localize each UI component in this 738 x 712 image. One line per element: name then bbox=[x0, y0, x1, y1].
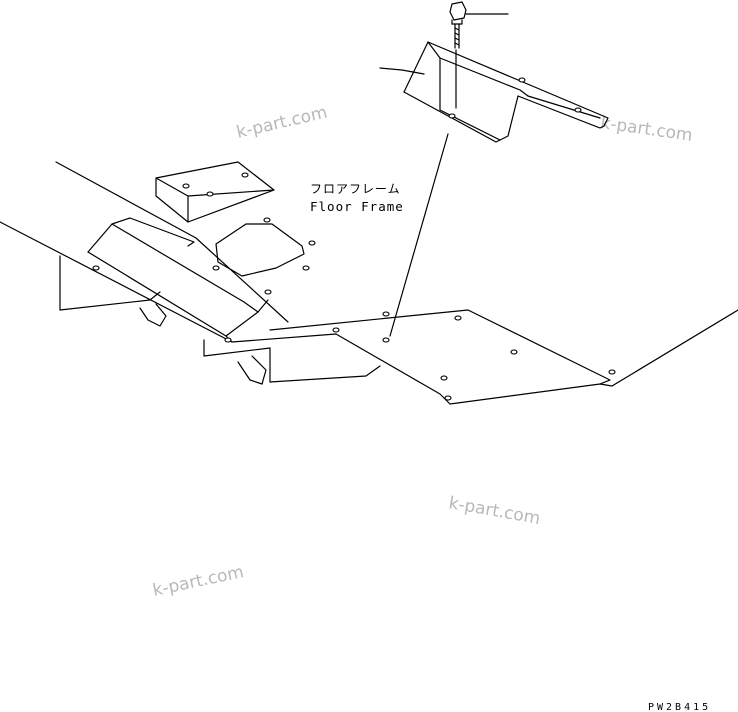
channel-bracket bbox=[403, 41, 609, 143]
watermark-1: k-part.com bbox=[235, 103, 330, 143]
watermarks: k-part.com k-part.com k-part.com k-part.… bbox=[151, 103, 694, 601]
floor-frame-label-jp: フロアフレーム bbox=[310, 182, 401, 196]
drawing-code: PW2B415 bbox=[648, 702, 711, 712]
floor-frame-label-en: Floor Frame bbox=[310, 199, 404, 214]
mounting-holes bbox=[92, 172, 616, 401]
watermark-4: k-part.com bbox=[151, 562, 246, 601]
watermark-2: k-part.com bbox=[599, 113, 693, 146]
bolt bbox=[449, 1, 467, 49]
leader-lines bbox=[379, 13, 509, 337]
watermark-3: k-part.com bbox=[447, 493, 542, 529]
floor-frame bbox=[0, 161, 738, 405]
